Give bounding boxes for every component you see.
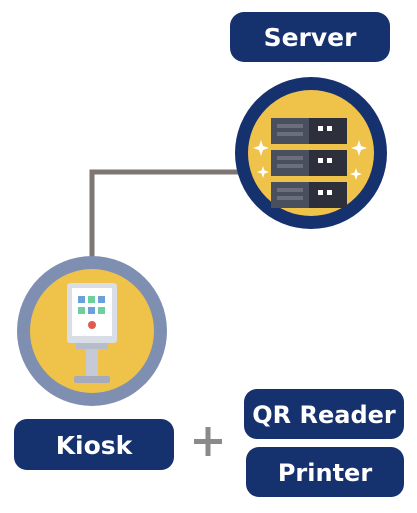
connection-line (89, 169, 244, 262)
server-label: Server (264, 23, 358, 52)
kiosk-machine-icon (67, 283, 117, 383)
sparkle-icon (257, 166, 269, 178)
kiosk-label-pill: Kiosk (14, 419, 174, 470)
kiosk-node (17, 256, 167, 406)
sparkle-icon (350, 168, 362, 180)
kiosk-label: Kiosk (56, 431, 134, 460)
server-label-pill: Server (230, 12, 390, 62)
server-node (235, 77, 387, 229)
server-rack-icon (271, 118, 347, 208)
qr-reader-label-pill: QR Reader (244, 389, 404, 439)
printer-label: Printer (278, 459, 372, 487)
printer-label-pill: Printer (246, 447, 404, 497)
qr-reader-label: QR Reader (252, 401, 396, 429)
sparkle-icon (351, 140, 367, 156)
plus-icon: + (194, 427, 222, 456)
sparkle-icon (253, 140, 269, 156)
